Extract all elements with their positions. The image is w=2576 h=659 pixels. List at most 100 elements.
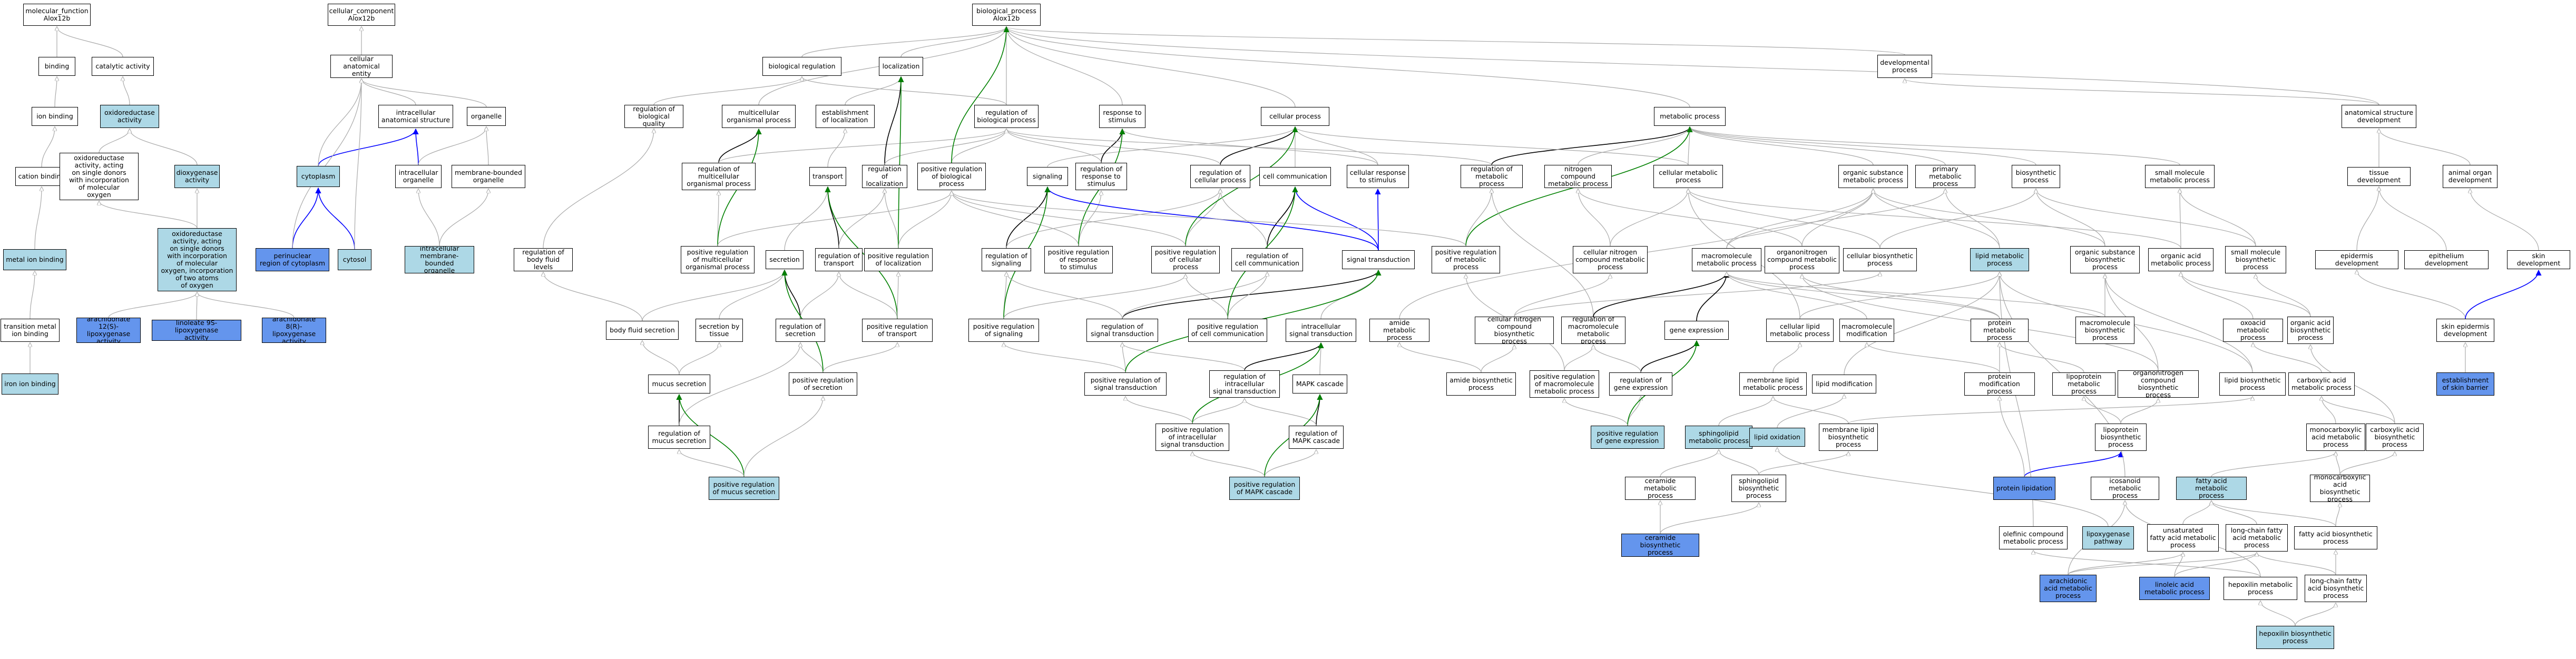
go-node-transport[interactable]: transport	[809, 167, 846, 186]
go-node-bodyfluidsec[interactable]: body fluid secretion	[606, 321, 679, 340]
go-node-cationbind[interactable]: cation binding	[15, 167, 68, 186]
go-node-epith[interactable]: epithelium development	[2404, 250, 2489, 269]
go-node-ironbind[interactable]: iron ion binding	[2, 373, 58, 395]
go-node-sigtrans[interactable]: signal transduction	[1342, 250, 1415, 269]
go-node-geneexpr[interactable]: gene expression	[1664, 321, 1729, 340]
go-node-signaling[interactable]: signaling	[1027, 167, 1068, 186]
go-node-lipidmod[interactable]: lipid modification	[1812, 375, 1876, 394]
go-node-epiderm[interactable]: epidermis development	[2315, 250, 2398, 269]
go-node-cytosol[interactable]: cytosol	[338, 249, 371, 270]
go-node-lipidox[interactable]: lipid oxidation	[1749, 428, 1805, 447]
go-node-metproc[interactable]: metabolic process	[1654, 107, 1726, 126]
go-node-mapk[interactable]: MAPK cascade	[1292, 375, 1347, 394]
go-node-metalbind[interactable]: metal ion binding	[3, 249, 66, 270]
go-node-ionbind[interactable]: ion binding	[32, 107, 78, 126]
go-node-binding[interactable]: binding	[38, 57, 75, 76]
go-node-catalytic[interactable]: catalytic activity	[92, 57, 154, 76]
go-node-skindev[interactable]: skin development	[2507, 250, 2570, 269]
go-node-bioreg[interactable]: biological regulation	[762, 57, 841, 76]
go-node-tissuedev[interactable]: tissue development	[2347, 167, 2411, 186]
